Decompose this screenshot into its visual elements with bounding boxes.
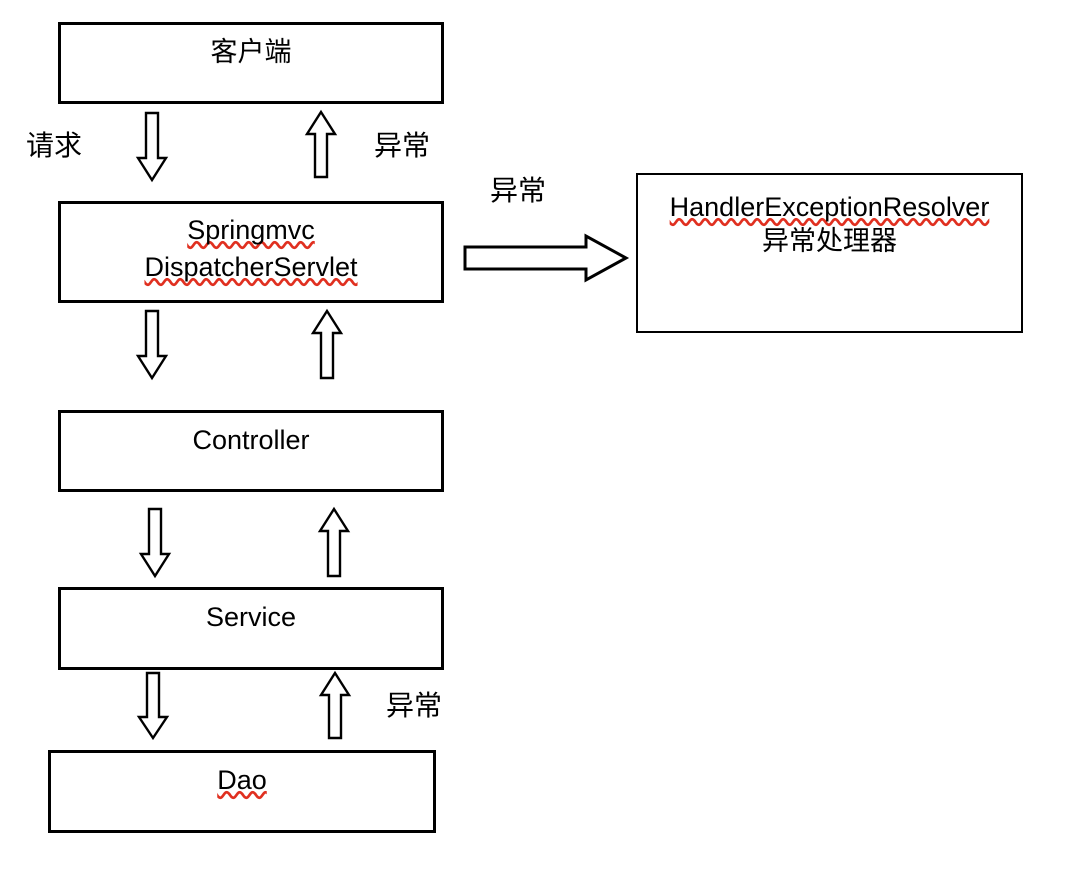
label-request: 请求 bbox=[26, 129, 83, 162]
node-handler-exception-resolver[interactable]: HandlerExceptionResolver 异常处理器 bbox=[636, 173, 1023, 333]
arrow-controller-to-service bbox=[138, 507, 172, 579]
arrow-service-to-dao bbox=[136, 671, 170, 741]
label-exception-resolver: 异常 bbox=[490, 174, 547, 207]
arrow-springmvc-to-controller bbox=[135, 309, 169, 381]
arrow-service-to-controller bbox=[317, 506, 351, 578]
arrow-client-to-springmvc bbox=[135, 111, 169, 183]
label-exception-top: 异常 bbox=[374, 129, 431, 162]
arrow-dao-to-service bbox=[318, 670, 352, 740]
node-service-label: Service bbox=[205, 602, 297, 632]
node-controller[interactable]: Controller bbox=[58, 410, 444, 492]
node-springmvc-line2: DispatcherServlet bbox=[144, 251, 358, 282]
node-dao-label: Dao bbox=[217, 765, 267, 795]
node-controller-label: Controller bbox=[192, 425, 310, 455]
node-client-label: 客户端 bbox=[210, 37, 292, 68]
node-dao[interactable]: Dao bbox=[48, 750, 436, 833]
arrow-controller-to-springmvc bbox=[310, 308, 344, 380]
node-service[interactable]: Service bbox=[58, 587, 444, 670]
node-springmvc[interactable]: Springmvc DispatcherServlet bbox=[58, 201, 444, 303]
node-resolver-line2: 异常处理器 bbox=[762, 225, 897, 257]
node-resolver-line1: HandlerExceptionResolver bbox=[669, 192, 990, 222]
node-springmvc-line1: Springmvc bbox=[187, 215, 315, 245]
label-exception-service: 异常 bbox=[386, 689, 443, 722]
arrow-springmvc-to-client bbox=[304, 109, 338, 179]
arrow-springmvc-to-resolver bbox=[463, 233, 630, 283]
node-client[interactable]: 客户端 bbox=[58, 22, 444, 104]
